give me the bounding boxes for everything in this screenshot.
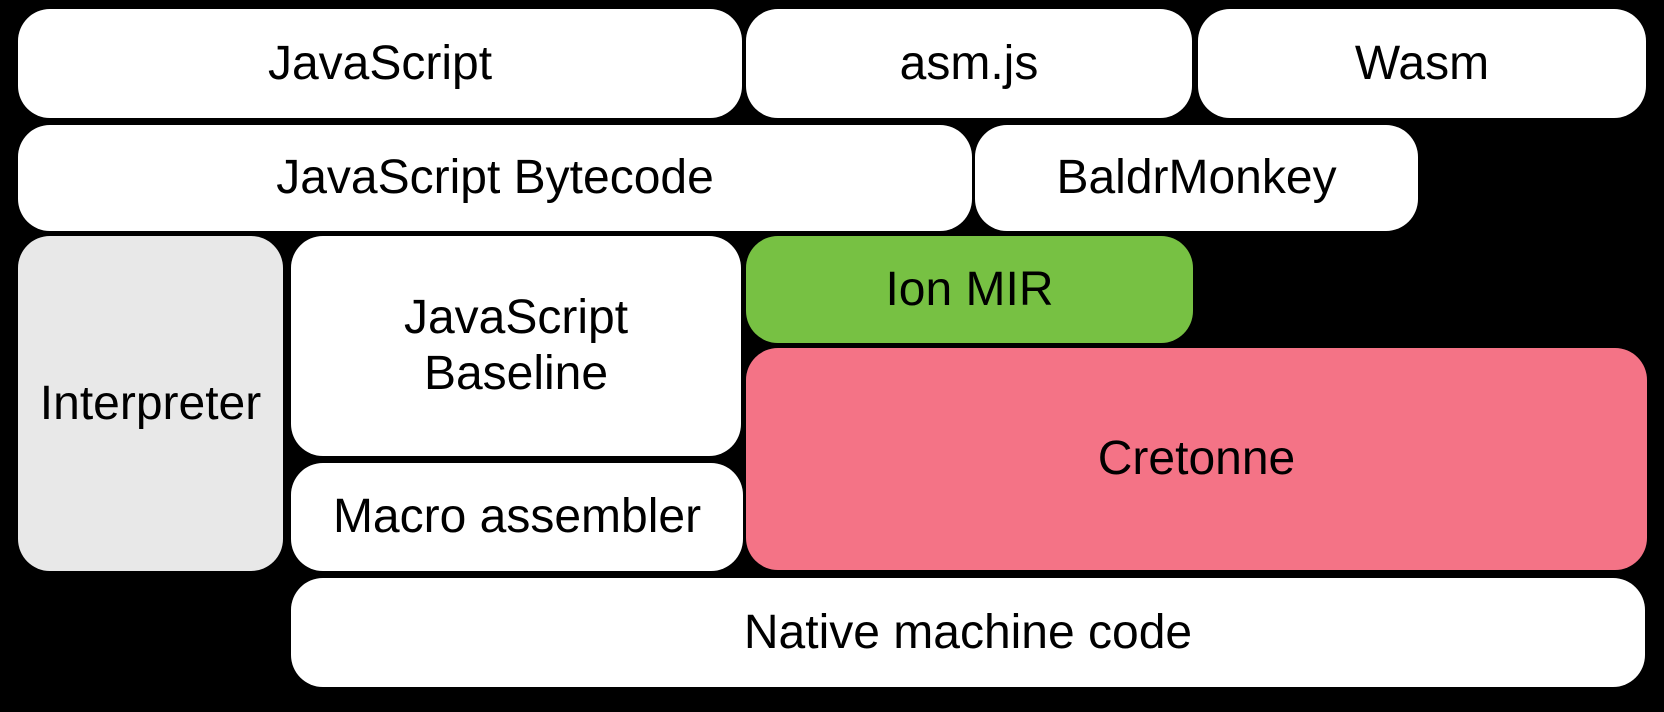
box-cretonne-label: Cretonne — [1097, 432, 1296, 486]
box-macro-assembler: Macro assembler — [291, 463, 743, 571]
box-javascript-bytecode-label: JavaScript Bytecode — [276, 151, 714, 205]
box-javascript-bytecode: JavaScript Bytecode — [18, 125, 972, 231]
box-asmjs-label: asm.js — [899, 36, 1039, 90]
box-ion-mir: Ion MIR — [746, 236, 1193, 343]
box-javascript-baseline-label: JavaScript Baseline — [403, 291, 629, 400]
box-native-machine-code: Native machine code — [291, 578, 1645, 687]
box-cretonne: Cretonne — [746, 348, 1647, 570]
box-javascript: JavaScript — [18, 9, 742, 118]
box-asmjs: asm.js — [746, 9, 1192, 118]
box-macro-assembler-label: Macro assembler — [332, 490, 702, 544]
box-native-machine-code-label: Native machine code — [743, 605, 1193, 659]
box-ion-mir-label: Ion MIR — [885, 262, 1054, 316]
box-wasm: Wasm — [1198, 9, 1646, 118]
box-javascript-label: JavaScript — [267, 36, 493, 90]
box-interpreter-label: Interpreter — [39, 376, 262, 430]
box-baldrmonkey-label: BaldrMonkey — [1056, 151, 1337, 205]
box-baldrmonkey: BaldrMonkey — [975, 125, 1418, 231]
box-interpreter: Interpreter — [18, 236, 283, 571]
box-javascript-baseline: JavaScript Baseline — [291, 236, 741, 456]
box-wasm-label: Wasm — [1354, 36, 1490, 90]
